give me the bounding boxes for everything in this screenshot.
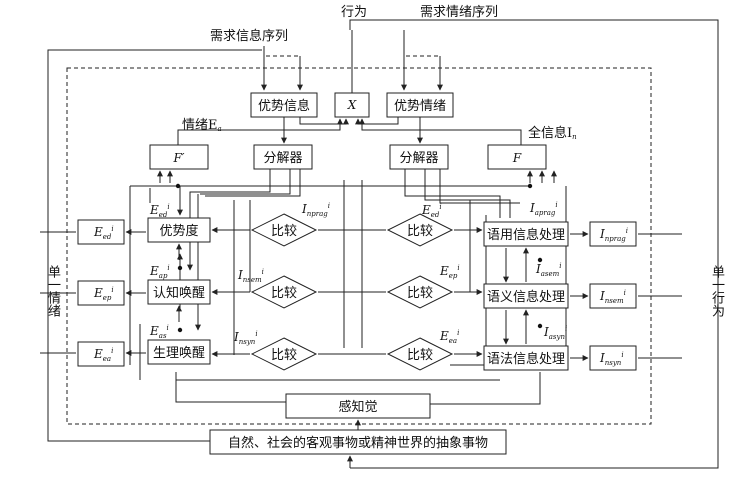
i-nprag-box — [589, 221, 637, 247]
compare-label-2: 比较 — [271, 286, 297, 301]
i-nsyn-symbol: Insyni — [233, 330, 258, 346]
decomposer-left-box — [253, 144, 313, 170]
dominance-box — [147, 217, 211, 243]
compare-diamond-6 — [386, 337, 454, 371]
e-ed-mid-symbol: Eedi — [421, 203, 442, 219]
compare-label-4: 比较 — [407, 224, 433, 239]
demand-emotion-seq-label: 需求情绪序列 — [420, 5, 498, 20]
behavior-top-label: 行为 — [341, 5, 367, 20]
compare-diamond-5 — [386, 275, 454, 309]
i-aprag-symbol: Iapragi — [529, 201, 558, 217]
f-label: F — [512, 151, 522, 165]
compare-label-3: 比较 — [271, 348, 297, 363]
i-asyn-symbol: Iasyni — [543, 325, 567, 341]
dominant-info-box — [250, 92, 318, 118]
compare-label-6: 比较 — [407, 348, 433, 363]
f-prime-label: F′ — [172, 151, 184, 165]
single-emotion-label: 单一情绪 — [8, 265, 61, 317]
world-label: 自然、社会的客观事物或精神世界的抽象事物 — [228, 435, 488, 451]
i-nprag-symbol: Inpragi — [301, 202, 330, 218]
e-ea-mid-symbol: Eeai — [439, 329, 459, 345]
perception-label: 感知觉 — [338, 399, 377, 415]
e-ep-box — [77, 280, 125, 306]
i-nsyn-right-symbol: Insyni — [599, 351, 624, 367]
physio-arousal-box — [147, 339, 211, 365]
syntactic-label: 语法信息处理 — [487, 351, 565, 367]
cognitive-arousal-box — [147, 279, 211, 305]
i-asem-symbol: Iasemi — [535, 262, 562, 278]
outer-feedback-frame — [349, 19, 719, 469]
e-ed-top-symbol: Eedi — [149, 203, 170, 219]
i-nsem-box — [589, 283, 637, 309]
world-box — [209, 429, 507, 455]
i-nsem-symbol: Insemi — [237, 268, 264, 284]
i-nprag-right-symbol: Inpragi — [599, 227, 628, 243]
compare-label-5: 比较 — [407, 286, 433, 301]
dominant-emotion-box — [386, 92, 454, 118]
dominant-info-label: 优势信息 — [258, 98, 310, 114]
decomposer-right-label: 分解器 — [399, 151, 438, 166]
physio-arousal-label: 生理唤醒 — [153, 346, 205, 361]
e-ea-box — [77, 341, 125, 367]
e-ed-symbol: Eedi — [93, 225, 114, 241]
perception-box — [285, 393, 431, 419]
f-prime-box — [149, 144, 209, 170]
dominant-emotion-label: 优势情绪 — [394, 98, 446, 114]
e-ep-mid-symbol: Eepi — [439, 264, 460, 280]
compare-label-1: 比较 — [271, 224, 297, 239]
e-ep-symbol: Eepi — [93, 286, 114, 302]
left-feedback-frame — [47, 49, 262, 442]
f-box — [487, 144, 547, 170]
compare-diamond-4 — [386, 213, 454, 247]
e-ea-symbol: Eeai — [93, 347, 113, 363]
syntactic-box — [483, 345, 569, 371]
semantic-box — [483, 283, 569, 309]
single-behavior-label: 单一行为 — [672, 265, 725, 317]
dominance-label: 优势度 — [159, 223, 198, 239]
decomposer-right-box — [389, 144, 449, 170]
semantic-label: 语义信息处理 — [487, 289, 565, 305]
full-info-in-label: 全信息In — [528, 125, 577, 141]
x-label: X — [347, 98, 357, 112]
e-as-symbol: Easi — [149, 324, 169, 340]
pragmatic-label: 语用信息处理 — [487, 227, 565, 243]
i-nsyn-box — [589, 345, 637, 371]
compare-diamond-2 — [250, 275, 318, 309]
e-ed-box — [77, 219, 125, 245]
i-nsem-right-symbol: Insemi — [599, 289, 626, 305]
compare-diamond-1 — [250, 213, 318, 247]
decomposer-left-label: 分解器 — [263, 151, 302, 166]
cognitive-arousal-label: 认知唤醒 — [153, 285, 205, 301]
compare-diamond-3 — [250, 337, 318, 371]
pragmatic-box — [483, 221, 569, 247]
emotion-ea-label: 情绪Ea — [182, 118, 222, 133]
demand-info-seq-label: 需求信息序列 — [210, 28, 288, 44]
e-ap-symbol: Eapi — [149, 264, 170, 280]
